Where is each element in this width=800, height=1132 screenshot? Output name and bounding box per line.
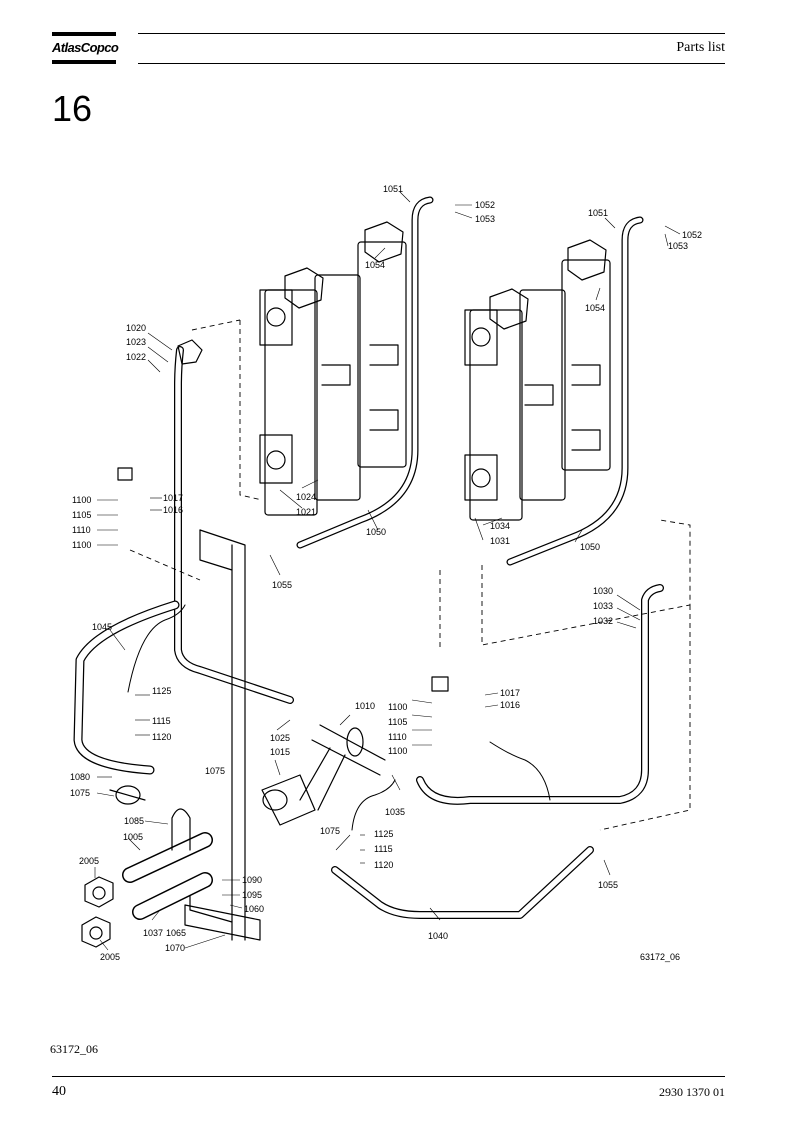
label-1016b: 1016 — [500, 700, 520, 710]
label-1075a: 1075 — [70, 788, 90, 798]
part-labels: 1051 1052 1053 1054 1051 1052 1053 1054 … — [70, 184, 702, 962]
section-number: 16 — [52, 88, 93, 129]
header-rule-top — [138, 33, 725, 34]
label-1005: 1005 — [123, 832, 143, 842]
label-1110a: 1110 — [72, 525, 91, 535]
label-1015: 1015 — [270, 747, 290, 757]
label-1090: 1090 — [242, 875, 262, 885]
label-1050a: 1050 — [366, 527, 386, 537]
label-1075c: 1075 — [320, 826, 340, 836]
header-title: Parts list — [676, 40, 725, 55]
figure-code: 63172_06 — [50, 1042, 98, 1056]
label-1075b: 1075 — [205, 766, 225, 776]
label-1020: 1020 — [126, 323, 146, 333]
label-1040: 1040 — [428, 931, 448, 941]
label-2005b: 2005 — [100, 952, 120, 962]
label-1105b: 1105 — [388, 717, 407, 727]
cooler-right — [464, 239, 611, 521]
label-1115a: 1115 — [152, 716, 171, 726]
label-1030: 1030 — [593, 586, 613, 596]
label-1025: 1025 — [270, 733, 290, 743]
label-1016a: 1016 — [163, 505, 183, 515]
pipe-1050-right — [506, 216, 644, 566]
label-1050b: 1050 — [580, 542, 600, 552]
label-1060: 1060 — [244, 904, 264, 914]
label-1023: 1023 — [126, 337, 146, 347]
label-1080: 1080 — [70, 772, 90, 782]
label-1054b: 1054 — [585, 303, 605, 313]
logo-bar-top — [52, 32, 116, 36]
label-1034: 1034 — [490, 521, 510, 531]
footer-rule — [52, 1076, 725, 1077]
label-2005a: 2005 — [79, 856, 99, 866]
label-1054a: 1054 — [365, 260, 385, 270]
nut-2005-lower — [81, 916, 111, 948]
pipe-1020 — [174, 346, 294, 704]
label-1095: 1095 — [242, 890, 262, 900]
label-1125a: 1125 — [152, 686, 171, 696]
label-1115b: 1115 — [374, 844, 393, 854]
pipe-1030 — [416, 584, 664, 805]
logo-bar-bottom — [52, 60, 116, 64]
label-1100a: 1100 — [72, 495, 91, 505]
sensor-cable-left — [127, 604, 186, 693]
cooler-left — [259, 221, 407, 516]
label-1051b: 1051 — [588, 208, 608, 218]
label-1120b: 1120 — [374, 860, 393, 870]
label-1055a: 1055 — [272, 580, 292, 590]
label-1085: 1085 — [124, 816, 144, 826]
sensor-cable-lower — [351, 779, 396, 831]
label-1031: 1031 — [490, 536, 510, 546]
clamp-1075 — [109, 785, 146, 805]
label-1017a: 1017 — [163, 493, 183, 503]
label-1051a: 1051 — [383, 184, 403, 194]
atlas-copco-logo: AtlasCopco — [52, 32, 119, 64]
label-1032: 1032 — [593, 616, 613, 626]
frame-bracket — [184, 529, 261, 941]
document-number: 2930 1370 01 — [659, 1085, 725, 1099]
page-number: 40 — [52, 1084, 66, 1099]
label-1010: 1010 — [355, 701, 375, 711]
drawing-code: 63172_06 — [640, 952, 680, 962]
nut-2005-upper — [84, 876, 114, 908]
tee-1010 — [299, 724, 386, 811]
logo-wordmark: AtlasCopco — [52, 40, 119, 55]
label-1022: 1022 — [126, 352, 146, 362]
sensor-cable-right — [489, 741, 551, 801]
label-1053b: 1053 — [668, 241, 688, 251]
sensor-left — [117, 467, 133, 481]
u-bolt-1085 — [171, 808, 191, 851]
label-1021: 1021 — [296, 507, 316, 517]
label-1065: 1065 — [166, 928, 186, 938]
label-1053a: 1053 — [475, 214, 495, 224]
exploded-parts-drawing: 1051 1052 1053 1054 1051 1052 1053 1054 … — [70, 184, 702, 962]
header-rule-bottom — [138, 63, 725, 64]
label-1035: 1035 — [385, 807, 405, 817]
label-1100d: 1100 — [388, 746, 407, 756]
label-1100c: 1100 — [388, 702, 407, 712]
label-1110b: 1110 — [388, 732, 407, 742]
label-1070: 1070 — [165, 943, 185, 953]
label-1024: 1024 — [296, 492, 316, 502]
label-1125b: 1125 — [374, 829, 393, 839]
label-1105a: 1105 — [72, 510, 91, 520]
label-1052b: 1052 — [682, 230, 702, 240]
label-1100b: 1100 — [72, 540, 91, 550]
label-1033: 1033 — [593, 601, 613, 611]
label-1120a: 1120 — [152, 732, 171, 742]
label-1037: 1037 — [143, 928, 163, 938]
label-1017b: 1017 — [500, 688, 520, 698]
valve-1015 — [261, 774, 316, 826]
label-1052a: 1052 — [475, 200, 495, 210]
label-1055b: 1055 — [598, 880, 618, 890]
label-1045: 1045 — [92, 622, 112, 632]
sensor-right — [431, 676, 449, 692]
